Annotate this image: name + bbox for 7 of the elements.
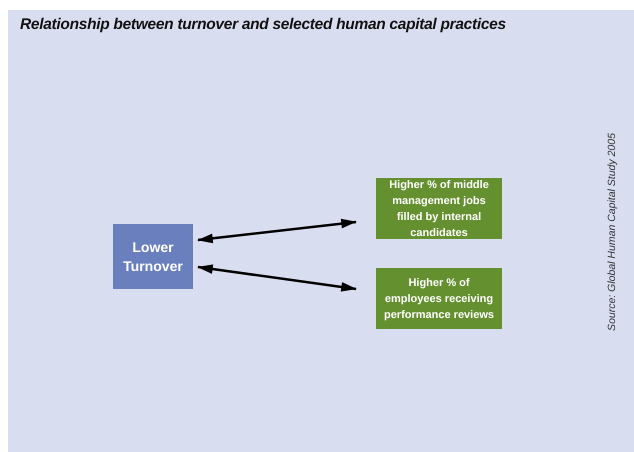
process-box: Higher % of middle management jobs filled by internal candidates — [376, 178, 502, 239]
title: Relationship between turnover and selected human capital practices — [20, 16, 506, 34]
process-box: Higher % of employees receiving performance reviews — [376, 268, 502, 329]
double-arrow — [197, 264, 357, 292]
process-box: Lower Turnover — [113, 224, 193, 289]
source-note: Source: Global Human Capital Study 2005 — [606, 133, 618, 331]
double-arrow — [197, 218, 357, 244]
